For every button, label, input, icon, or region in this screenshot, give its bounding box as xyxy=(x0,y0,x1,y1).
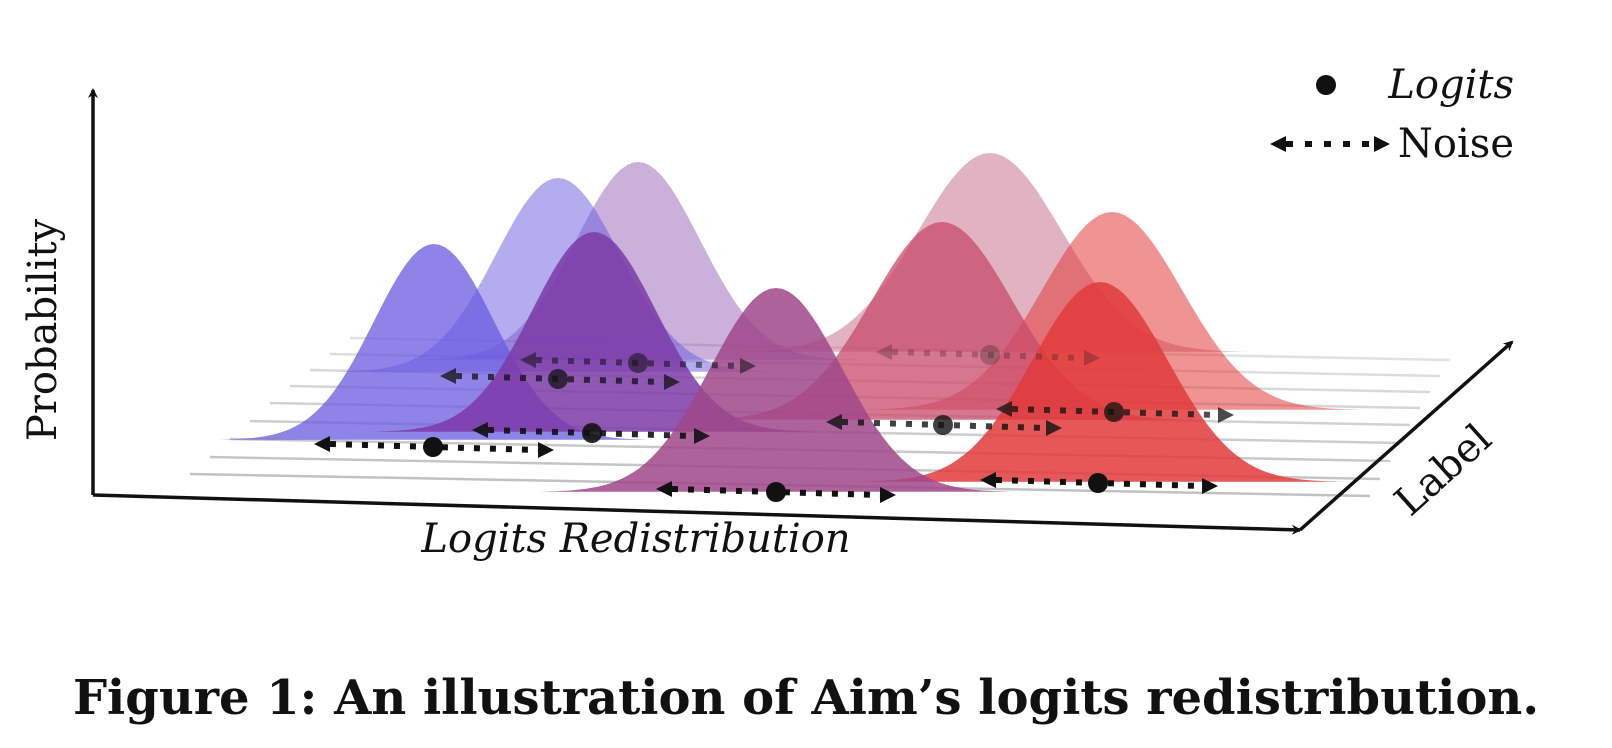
noise-arrow xyxy=(876,344,1100,366)
probability-curve xyxy=(414,162,862,360)
x-axis-title: Logits Redistribution xyxy=(420,516,850,562)
noise-arrow xyxy=(520,352,756,374)
noise-arrow xyxy=(656,481,896,503)
probability-curve xyxy=(855,282,1345,482)
legend: Logits Noise xyxy=(1270,62,1514,167)
logit-dot xyxy=(980,345,1000,365)
noise-arrow xyxy=(996,401,1234,423)
noise-arrow xyxy=(826,414,1062,436)
logit-dot xyxy=(933,415,953,435)
probability-curve xyxy=(690,222,1194,420)
probability-curve xyxy=(730,153,1250,352)
noise-arrow-icon xyxy=(1270,136,1390,152)
noise-arrow xyxy=(440,368,680,390)
logit-dot xyxy=(766,482,786,502)
noise-arrow xyxy=(980,472,1218,494)
logit-dot xyxy=(423,437,443,457)
logit-dot xyxy=(582,423,602,443)
noise-arrow xyxy=(314,436,554,458)
logit-dot-icon xyxy=(1316,75,1336,95)
x-axis xyxy=(92,493,1302,535)
z-axis xyxy=(1298,340,1514,532)
logit-dot xyxy=(1088,473,1108,493)
logit-markers xyxy=(314,344,1234,503)
legend-noise-label: Noise xyxy=(1398,121,1514,167)
logit-dot xyxy=(628,353,648,373)
probability-curve xyxy=(370,232,818,432)
probability-curve xyxy=(218,244,650,440)
distribution-curves xyxy=(218,153,1364,492)
noise-arrow xyxy=(472,422,710,444)
axes xyxy=(88,88,1514,535)
y-axis-title: Probability xyxy=(20,218,66,441)
legend-logits-label: Logits xyxy=(1387,62,1514,108)
logit-dot xyxy=(1104,402,1124,422)
figure-caption: Figure 1: An illustration of Aim’s logit… xyxy=(72,670,1540,726)
z-axis-title: Label xyxy=(1386,416,1500,525)
probability-curve xyxy=(538,288,1014,492)
logit-dot xyxy=(548,369,568,389)
